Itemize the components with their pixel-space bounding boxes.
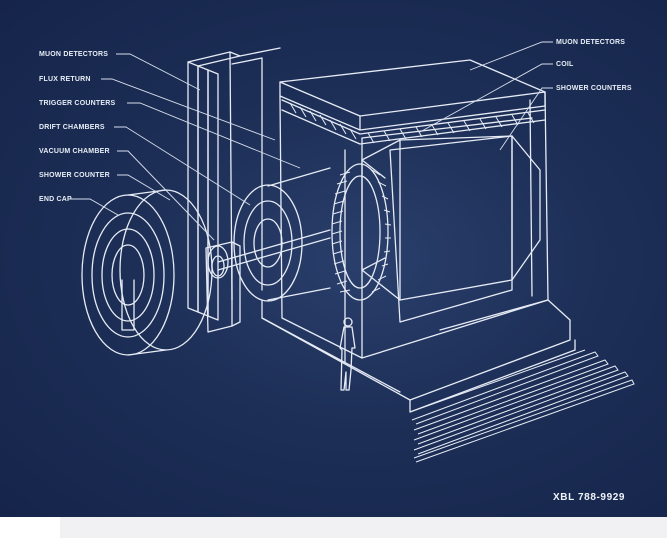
drift-chamber-cylinder bbox=[233, 163, 392, 302]
flux-return-box bbox=[279, 59, 549, 363]
vacuum-chamber-beampipe bbox=[205, 229, 331, 333]
reference-code: XBL 788-9929 bbox=[553, 492, 625, 503]
muon-detector-plates-back bbox=[187, 47, 281, 321]
base-platform-rails bbox=[261, 299, 635, 463]
label-muon-detectors-left: MUON DETECTORS bbox=[39, 51, 108, 58]
left-leader-lines bbox=[70, 53, 301, 241]
right-leader-lines bbox=[419, 41, 553, 151]
footer-panel bbox=[60, 517, 667, 538]
label-vacuum-chamber: VACUUM CHAMBER bbox=[39, 148, 110, 155]
end-cap bbox=[81, 189, 213, 356]
label-drift-chambers: DRIFT CHAMBERS bbox=[39, 124, 105, 131]
detector-diagram: MUON DETECTORS FLUX RETURN TRIGGER COUNT… bbox=[39, 39, 635, 503]
label-muon-detectors-right: MUON DETECTORS bbox=[556, 39, 625, 46]
label-trigger-counters: TRIGGER COUNTERS bbox=[39, 100, 115, 107]
shower-counters-octagon bbox=[361, 135, 541, 301]
left-labels: MUON DETECTORS FLUX RETURN TRIGGER COUNT… bbox=[39, 51, 115, 203]
label-end-cap: END CAP bbox=[39, 196, 72, 203]
trigger-counter-staves bbox=[331, 169, 392, 293]
human-figure-scale bbox=[339, 317, 356, 391]
label-shower-counters: SHOWER COUNTERS bbox=[556, 85, 632, 92]
label-coil: COIL bbox=[556, 61, 574, 68]
right-labels: MUON DETECTORS COIL SHOWER COUNTERS bbox=[556, 39, 632, 92]
label-flux-return: FLUX RETURN bbox=[39, 76, 91, 83]
label-shower-counter: SHOWER COUNTER bbox=[39, 172, 110, 179]
blueprint-image: MUON DETECTORS FLUX RETURN TRIGGER COUNT… bbox=[0, 0, 667, 517]
